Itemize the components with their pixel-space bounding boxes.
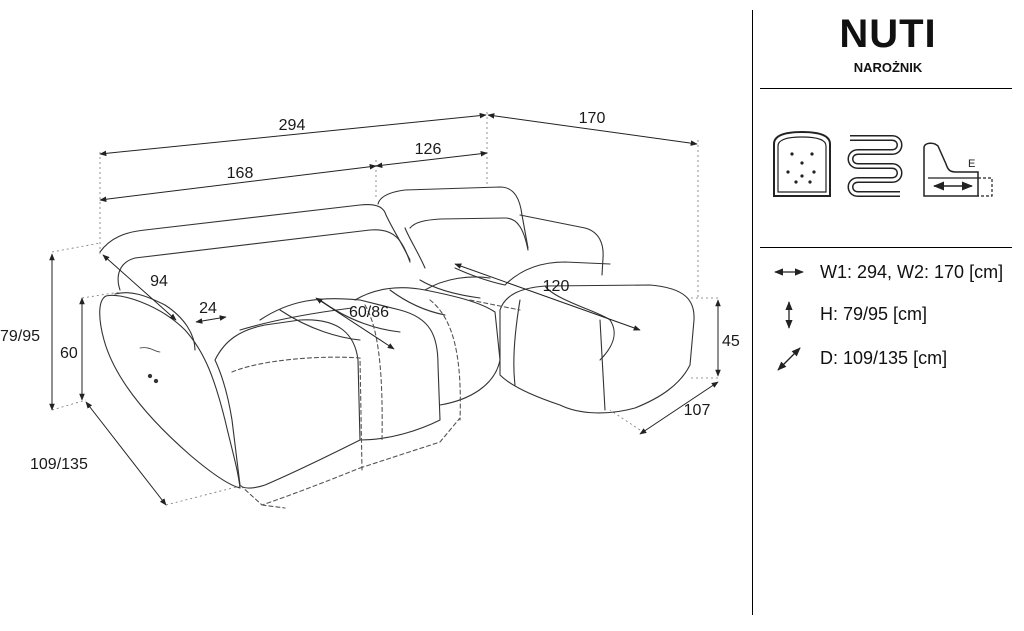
spec-depth: D: 109/135 [cm]: [772, 344, 1012, 374]
height-arrow-icon: [785, 301, 793, 329]
dim-seat-depth: 60/86: [349, 304, 389, 321]
divider-middle: [760, 247, 1012, 248]
spec-width: W1: 294, W2: 170 [cm]: [772, 258, 1012, 288]
sofa-outline: [99, 186, 695, 509]
dim-right-section: 126: [415, 141, 442, 158]
dim-depth: 109/135: [30, 456, 88, 473]
depth-arrow-icon: [777, 347, 801, 371]
sofa-drawing: 294 170 168 126 94 24 60/86 120 79/95 60…: [0, 110, 740, 509]
spec-height-text: H: 79/95 [cm]: [820, 304, 928, 324]
info-panel: NUTI NAROŻNIK E W1: 294, W2: 170 [cm]: [752, 0, 1024, 631]
spec-height: H: 79/95 [cm]: [772, 300, 1012, 330]
dim-chaise-depth: 107: [684, 402, 711, 419]
dim-total-width: 294: [279, 117, 306, 134]
spec-depth-text: D: 109/135 [cm]: [820, 348, 948, 368]
dim-headrest-angle: 94: [150, 273, 168, 290]
product-name: NUTI: [839, 12, 937, 56]
dim-headrest-offset: 24: [199, 300, 217, 317]
product-type: NAROŻNIK: [853, 60, 923, 75]
dim-left-section: 168: [227, 165, 254, 182]
cushion-foam-icon: [773, 130, 831, 197]
dim-height: 79/95: [0, 328, 40, 345]
dim-seat-height: 60: [60, 345, 78, 362]
dimension-lines: [49, 112, 721, 506]
sleep-function-icon: E: [923, 142, 993, 197]
width-arrow-icon: [774, 268, 804, 276]
spring-icon: [847, 135, 903, 197]
spec-width-text: W1: 294, W2: 170 [cm]: [820, 262, 1004, 282]
divider-top: [760, 88, 1012, 89]
dim-chaise-width: 170: [579, 110, 606, 127]
sleep-function-letter: E: [968, 158, 975, 170]
dim-chaise-seat: 120: [543, 278, 570, 295]
dim-chaise-height: 45: [722, 333, 740, 350]
panel-divider: [752, 10, 753, 615]
